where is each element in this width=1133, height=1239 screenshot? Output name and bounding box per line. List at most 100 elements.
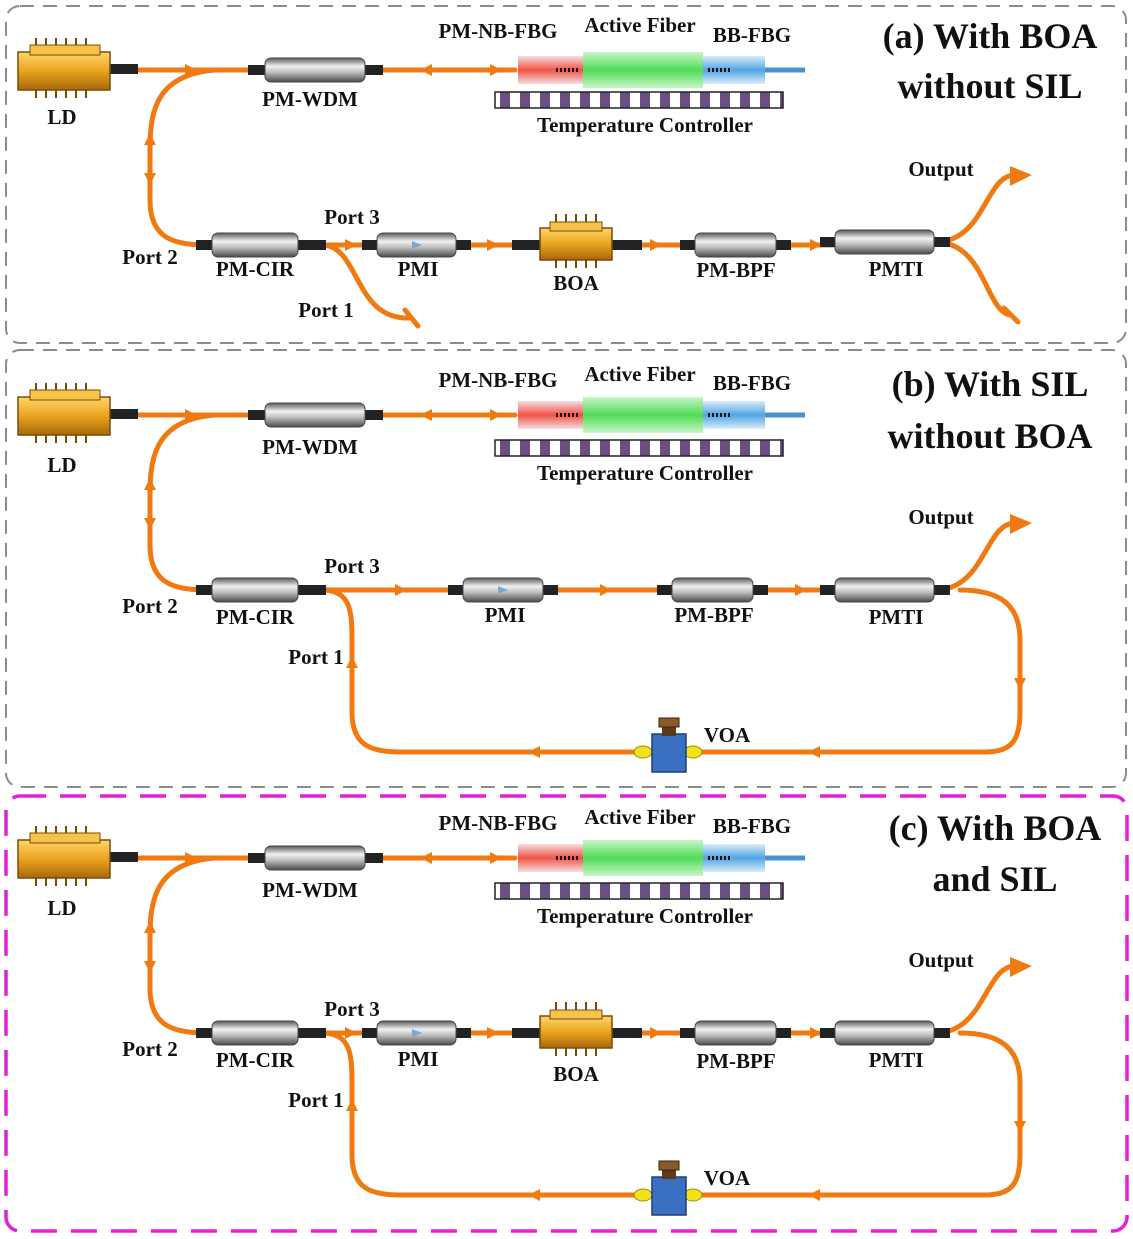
fiber-component-cylinder-icon xyxy=(248,845,383,871)
port1-label: Port 1 xyxy=(298,298,353,322)
active-fiber-label: Active Fiber xyxy=(584,13,695,37)
panel-a-title-line2: without SIL xyxy=(897,66,1082,106)
fiber-component-cylinder-icon xyxy=(820,577,950,603)
bb-fbg-label: BB-FBG xyxy=(713,23,791,47)
pmi-label: PMI xyxy=(485,603,526,627)
pm-wdm-c: PM-WDM xyxy=(248,845,383,902)
voa-label: VOA xyxy=(704,1166,751,1190)
laser-diode-b: LD xyxy=(17,383,138,477)
fiber-component-cylinder-icon xyxy=(248,402,383,428)
fiber-component-cylinder-icon xyxy=(680,232,791,258)
fiber-component-cylinder-icon xyxy=(820,1020,950,1046)
fiber-arrows-a xyxy=(144,64,1032,251)
fiber-arrows-c xyxy=(144,852,1032,1201)
active-fiber-label: Active Fiber xyxy=(584,362,695,386)
port3-label: Port 3 xyxy=(324,554,379,578)
fiber-component-cylinder-icon xyxy=(196,232,326,258)
panel-c: LD PM-WDM PM-NB-FBG Active Fiber BB-FBG … xyxy=(4,794,1129,1233)
butterfly-laser-icon xyxy=(17,38,138,98)
pm-cir-b: PM-CIR Port 2 Port 3 Port 1 xyxy=(122,554,379,669)
pmti-label: PMTI xyxy=(869,1048,924,1072)
panel-a-border xyxy=(5,5,1127,344)
pmti-label: PMTI xyxy=(869,605,924,629)
pm-wdm-label: PM-WDM xyxy=(262,87,358,111)
panel-b-title-line2: without BOA xyxy=(887,416,1092,456)
temperature-controller-label: Temperature Controller xyxy=(537,461,753,485)
pmi-b: PMI xyxy=(448,577,558,627)
butterfly-laser-icon xyxy=(17,826,138,886)
pm-cir-a: PM-CIR Port 2 Port 3 Port 1 xyxy=(122,205,379,322)
boa-a: BOA xyxy=(512,214,642,295)
voa-b: VOA xyxy=(633,717,751,773)
pm-nb-fbg-label: PM-NB-FBG xyxy=(439,368,558,392)
port1-label: Port 1 xyxy=(288,645,343,669)
panel-b-title-line1: (b) With SIL xyxy=(892,364,1089,404)
pmi-a: PMI xyxy=(362,232,471,281)
pm-cir-label: PM-CIR xyxy=(216,1048,295,1072)
pm-nb-fbg-label: PM-NB-FBG xyxy=(439,19,558,43)
port3-label: Port 3 xyxy=(324,205,379,229)
pm-wdm-a: PM-WDM xyxy=(248,57,383,111)
fiber-arrows-b xyxy=(144,409,1032,758)
voa-label: VOA xyxy=(704,723,751,747)
pm-bpf-label: PM-BPF xyxy=(674,603,753,627)
output-label: Output xyxy=(908,505,973,529)
temperature-controller-plate xyxy=(494,439,784,457)
temperature-controller-label: Temperature Controller xyxy=(537,113,753,137)
fiber-component-cylinder-icon xyxy=(657,577,768,603)
fiber-paths-c xyxy=(132,855,1023,1198)
panel-c-border xyxy=(4,794,1129,1233)
pm-nb-fbg-label: PM-NB-FBG xyxy=(439,811,558,835)
pm-bpf-a: PM-BPF xyxy=(680,232,791,282)
panel-b-border xyxy=(5,349,1127,788)
port2-label: Port 2 xyxy=(122,1037,177,1061)
fiber-component-cylinder-icon xyxy=(362,1020,471,1046)
bb-fbg-label: BB-FBG xyxy=(713,371,791,395)
pmti-label: PMTI xyxy=(869,257,924,281)
fiber-component-cylinder-icon xyxy=(680,1020,791,1046)
butterfly-laser-icon xyxy=(17,383,138,443)
port2-label: Port 2 xyxy=(122,594,177,618)
temperature-controller-label: Temperature Controller xyxy=(537,904,753,928)
pm-wdm-b: PM-WDM xyxy=(248,402,383,459)
fiber-component-cylinder-icon xyxy=(820,229,950,255)
pmti-c: PMTI xyxy=(820,1020,950,1072)
port3-label: Port 3 xyxy=(324,997,379,1021)
laser-diode-c: LD xyxy=(17,826,138,920)
variable-attenuator-icon xyxy=(633,1160,703,1216)
fbg-assembly-c: PM-NB-FBG Active Fiber BB-FBG Temperatur… xyxy=(439,805,805,928)
port2-label: Port 2 xyxy=(122,245,177,269)
fiber-component-cylinder-icon xyxy=(362,232,471,258)
pm-cir-label: PM-CIR xyxy=(216,257,295,281)
variable-attenuator-icon xyxy=(633,717,703,773)
output-label: Output xyxy=(908,157,973,181)
boa-c: BOA xyxy=(512,1002,642,1086)
butterfly-amplifier-icon xyxy=(512,1002,642,1056)
pmi-label: PMI xyxy=(398,1047,439,1071)
panel-c-title-line2: and SIL xyxy=(932,859,1057,899)
pmti-a: PMTI xyxy=(820,229,950,281)
temperature-controller-plate xyxy=(494,91,784,109)
pm-bpf-label: PM-BPF xyxy=(696,258,775,282)
voa-c: VOA xyxy=(633,1160,751,1216)
butterfly-amplifier-icon xyxy=(512,214,642,268)
temperature-controller-plate xyxy=(494,882,784,900)
pmti-b: PMTI xyxy=(820,577,950,629)
panel-a-title-line1: (a) With BOA xyxy=(883,16,1098,56)
pm-bpf-b: PM-BPF xyxy=(657,577,768,627)
active-fiber-label: Active Fiber xyxy=(584,805,695,829)
ld-label: LD xyxy=(47,105,76,129)
output-label: Output xyxy=(908,948,973,972)
panel-c-title-line1: (c) With BOA xyxy=(889,808,1102,848)
fiber-component-cylinder-icon xyxy=(448,577,558,603)
boa-label: BOA xyxy=(553,271,599,295)
ld-label: LD xyxy=(47,896,76,920)
bb-fbg-label: BB-FBG xyxy=(713,814,791,838)
fiber-component-cylinder-icon xyxy=(196,1020,326,1046)
ld-label: LD xyxy=(47,453,76,477)
pm-bpf-label: PM-BPF xyxy=(696,1049,775,1073)
pm-cir-c: PM-CIR Port 2 Port 3 Port 1 xyxy=(122,997,379,1112)
panel-a: LD PM-WDM PM-NB-FBG Active Fiber BB-FBG … xyxy=(5,5,1127,344)
pmi-label: PMI xyxy=(398,257,439,281)
